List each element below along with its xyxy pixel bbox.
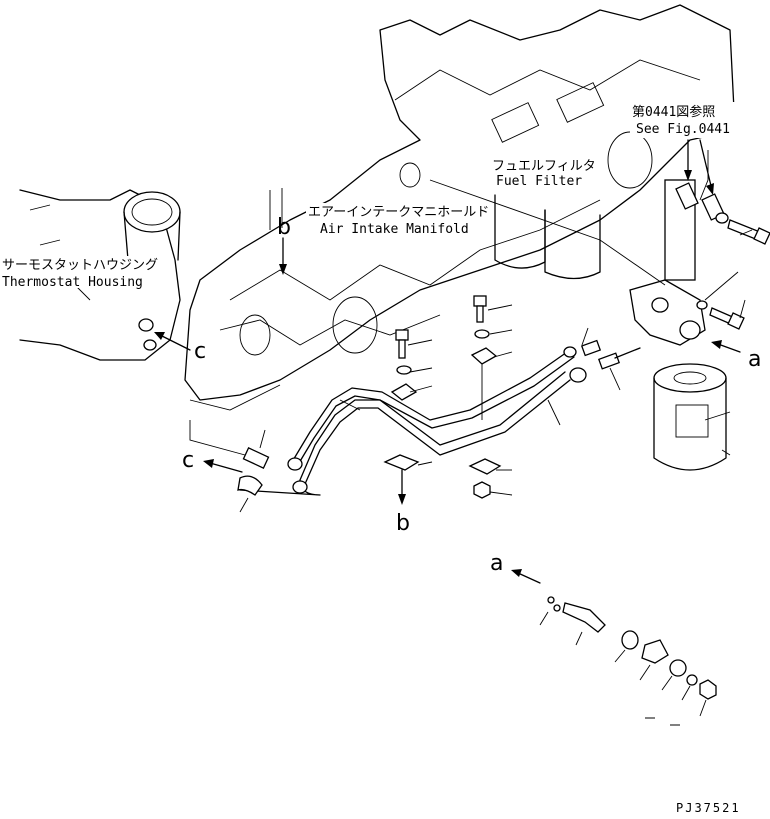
manifold-label-jp: エアーインテークマニホールド (308, 205, 489, 220)
clamp-parts (383, 295, 502, 499)
fuel-filter-label-jp: フュエルフィルタ (492, 159, 596, 174)
filter-head (429, 179, 770, 346)
callout-labels: サーモスタットハウジング Thermostat Housing エアーインテーク… (0, 102, 761, 815)
direction-arrows (154, 139, 741, 584)
tube-fittings (287, 339, 641, 494)
fig-ref-label-en: See Fig.0441 (636, 122, 730, 137)
leader-lines (239, 150, 753, 726)
arrow-letter-c-top: c (194, 339, 206, 364)
fig-ref-label-jp: 第0441図参照 (632, 104, 715, 120)
arrow-letter-b-top: b (277, 215, 291, 240)
arrow-letter-a-lower: a (490, 551, 503, 576)
fuel-tubes (239, 349, 575, 496)
elbow-fitting (189, 420, 270, 496)
thermostat-label-jp: サーモスタットハウジング (2, 258, 158, 273)
sender-assembly (547, 596, 717, 700)
thermostat-housing (19, 189, 181, 361)
arrow-letter-c-bottom: c (182, 448, 194, 473)
arrow-letter-b-bottom: b (396, 511, 410, 536)
manifold-label-en: Air Intake Manifold (320, 222, 469, 237)
fuel-filter-label-en: Fuel Filter (496, 174, 582, 189)
fuel-filter-cartridge (653, 363, 727, 471)
drawing-id: PJ37521 (676, 801, 741, 815)
thermostat-label-en: Thermostat Housing (2, 275, 143, 290)
arrow-letter-a-right: a (748, 347, 761, 372)
